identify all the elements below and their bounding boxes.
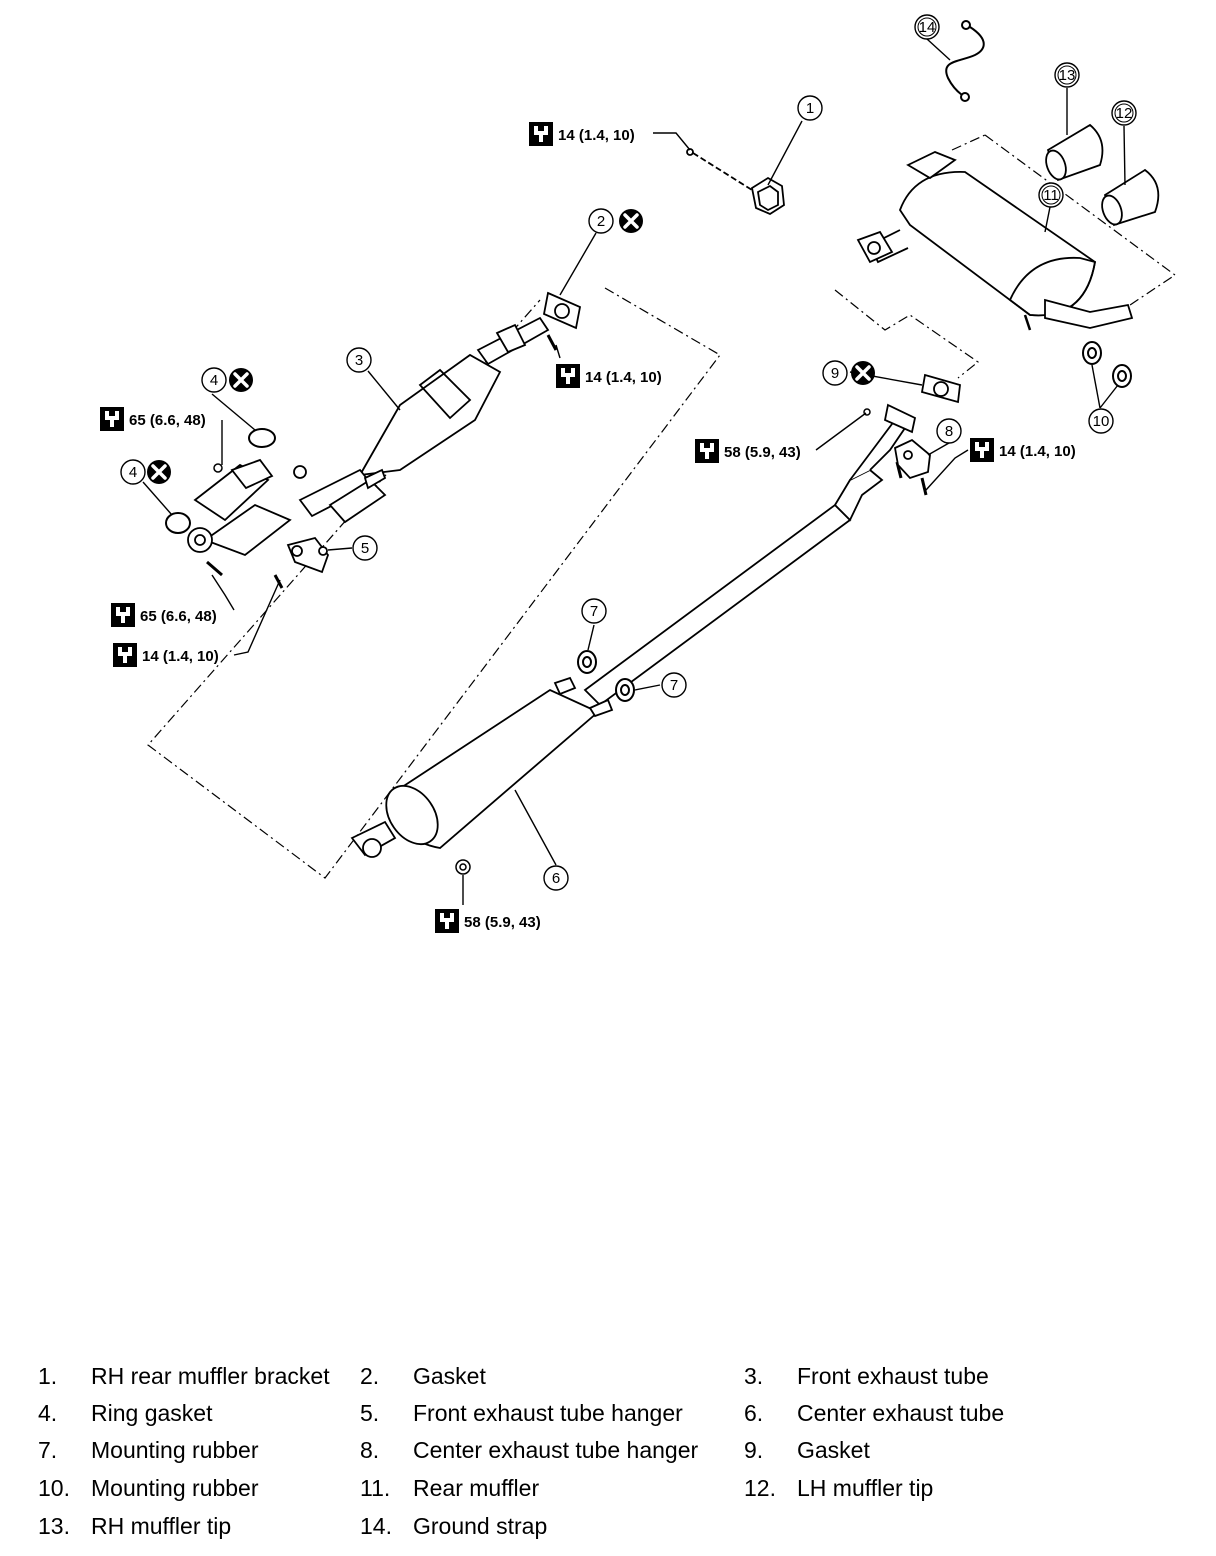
callout-4-top: 4 <box>201 367 227 393</box>
bolts <box>206 334 928 875</box>
svg-text:12: 12 <box>1116 105 1133 122</box>
svg-text:58 (5.9, 43): 58 (5.9, 43) <box>724 444 801 461</box>
svg-text:14 (1.4, 10): 14 (1.4, 10) <box>999 443 1076 460</box>
svg-text:58 (5.9, 43): 58 (5.9, 43) <box>464 914 541 931</box>
torque-wrench-icon <box>100 407 124 431</box>
torque-spec-manifold-top: 65 (6.6, 48) <box>100 407 206 431</box>
svg-text:2: 2 <box>597 213 605 230</box>
torque-spec-center-front: 58 (5.9, 43) <box>695 439 801 463</box>
do-not-reuse-icon <box>145 458 173 486</box>
leader-lines <box>142 38 1126 905</box>
torque-spec-manifold-bottom: 65 (6.6, 48) <box>111 603 217 627</box>
mounting-rubber-center <box>577 650 635 702</box>
svg-text:13: 13 <box>1059 67 1076 84</box>
do-not-reuse-icon <box>227 366 255 394</box>
muffler-tips <box>1045 123 1160 227</box>
svg-text:65 (6.6, 48): 65 (6.6, 48) <box>129 412 206 429</box>
callout-2: 2 <box>588 208 614 234</box>
svg-text:4: 4 <box>129 464 137 481</box>
callout-6: 6 <box>543 865 569 891</box>
ring-gasket <box>165 428 276 534</box>
torque-specs: 14 (1.4, 10) 14 (1.4, 10) 65 (6.6, 48) 6… <box>100 122 1076 933</box>
svg-text:7: 7 <box>590 603 598 620</box>
svg-text:8: 8 <box>945 423 953 440</box>
torque-wrench-icon <box>113 643 137 667</box>
svg-text:14 (1.4, 10): 14 (1.4, 10) <box>558 127 635 144</box>
svg-text:10: 10 <box>1093 413 1110 430</box>
callout-10: 10 <box>1088 408 1114 434</box>
center-exhaust-tube-hanger <box>893 438 931 480</box>
callout-4-bottom: 4 <box>120 459 146 485</box>
callout-3: 3 <box>346 347 372 373</box>
svg-text:1: 1 <box>806 100 814 117</box>
rear-muffler-bracket <box>686 148 785 216</box>
svg-text:3: 3 <box>355 352 363 369</box>
mounting-rubber-rear <box>1082 341 1132 388</box>
center-exhaust-tube <box>350 403 917 858</box>
torque-spec-bracket: 14 (1.4, 10) <box>529 122 635 146</box>
callout-5: 5 <box>352 535 378 561</box>
callout-14: 14 <box>914 14 940 40</box>
torque-wrench-icon <box>435 909 459 933</box>
svg-text:9: 9 <box>831 365 839 382</box>
svg-text:7: 7 <box>670 677 678 694</box>
callout-7-top: 7 <box>581 598 607 624</box>
torque-spec-center-hanger: 14 (1.4, 10) <box>970 438 1076 462</box>
svg-text:5: 5 <box>361 540 369 557</box>
torque-spec-center-rear-nut: 58 (5.9, 43) <box>435 909 541 933</box>
torque-spec-front-flange: 14 (1.4, 10) <box>556 364 662 388</box>
svg-text:14: 14 <box>919 19 936 36</box>
svg-text:14 (1.4, 10): 14 (1.4, 10) <box>142 648 219 665</box>
parts-legend: 1.RH rear muffler bracket 2.Gasket 3.Fro… <box>38 1363 1005 1539</box>
do-not-reuse-icon <box>849 359 877 387</box>
svg-text:14 (1.4, 10): 14 (1.4, 10) <box>585 369 662 386</box>
callout-7-right: 7 <box>661 672 687 698</box>
svg-text:65 (6.6, 48): 65 (6.6, 48) <box>140 608 217 625</box>
svg-text:11: 11 <box>1043 187 1059 204</box>
svg-text:6: 6 <box>552 870 560 887</box>
callout-12: 12 <box>1111 100 1137 126</box>
torque-wrench-icon <box>970 438 994 462</box>
svg-text:4: 4 <box>210 372 218 389</box>
torque-wrench-icon <box>695 439 719 463</box>
front-exhaust-tube <box>187 291 582 557</box>
do-not-reuse-icon <box>617 207 645 235</box>
torque-wrench-icon <box>556 364 580 388</box>
ground-strap <box>945 20 985 102</box>
callout-13: 13 <box>1054 62 1080 88</box>
callout-9: 9 <box>822 360 848 386</box>
callout-1: 1 <box>797 95 823 121</box>
callout-11: 11 <box>1038 182 1064 208</box>
exhaust-system-diagram: 1 2 3 4 4 5 6 7 7 8 9 10 11 12 13 14 14 … <box>100 14 1177 933</box>
assembly-outline <box>147 134 1177 879</box>
callout-8: 8 <box>936 418 962 444</box>
torque-wrench-icon <box>529 122 553 146</box>
torque-spec-hanger: 14 (1.4, 10) <box>113 643 219 667</box>
rear-muffler <box>856 151 1134 331</box>
torque-wrench-icon <box>111 603 135 627</box>
center-gasket <box>920 373 961 404</box>
front-exhaust-tube-hanger <box>286 536 330 574</box>
callouts: 1 2 3 4 4 5 6 7 7 8 9 10 11 12 13 14 <box>120 14 1137 891</box>
